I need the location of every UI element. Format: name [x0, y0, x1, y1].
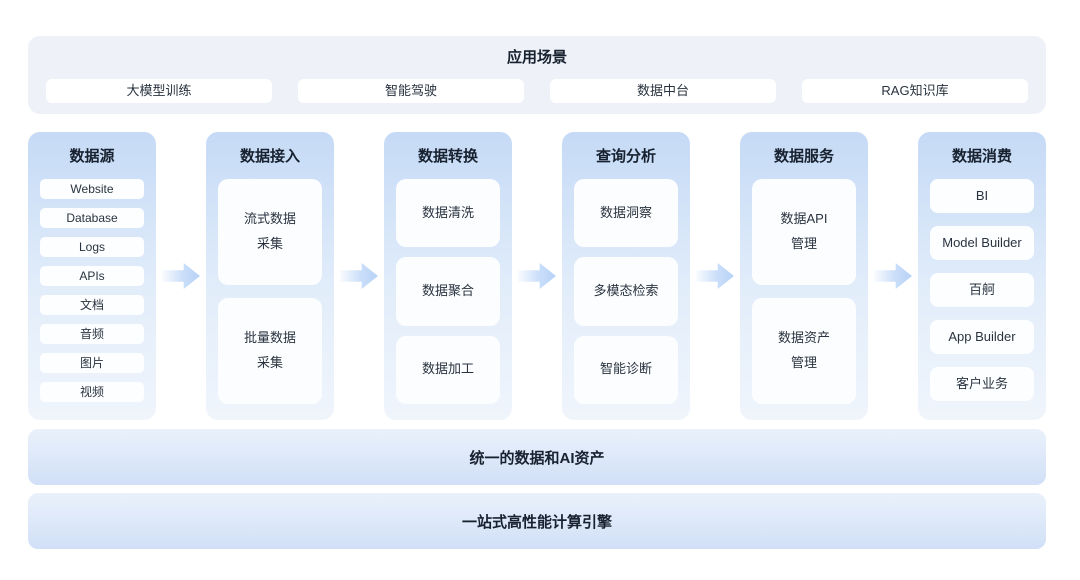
right-arrow-icon — [162, 262, 200, 290]
app-scenarios-panel: 应用场景 大模型训练 智能驾驶 数据中台 RAG知识库 — [28, 36, 1046, 114]
pipeline-flow: 数据源 Website Database Logs APIs 文档 音频 图片 … — [28, 132, 1046, 420]
column-data-transformation-title: 数据转换 — [417, 148, 478, 165]
card-data-api-management: 数据API 管理 — [752, 179, 856, 285]
card-data-insight: 数据洞察 — [574, 179, 678, 248]
data-source-documents: 文档 — [40, 295, 144, 315]
column-data-consumption-title: 数据消费 — [951, 148, 1012, 165]
column-query-analysis: 查询分析 数据洞察 多模态检索 智能诊断 — [562, 132, 690, 420]
flow-arrow-slot-5 — [868, 132, 918, 420]
consumer-app-builder: App Builder — [930, 320, 1034, 354]
query-analysis-list: 数据洞察 多模态检索 智能诊断 — [574, 179, 678, 404]
card-batch-data-collection: 批量数据 采集 — [218, 298, 322, 404]
flow-arrow-slot-1 — [156, 132, 206, 420]
column-data-ingestion-title: 数据接入 — [239, 148, 300, 165]
app-scenarios-title: 应用场景 — [506, 49, 567, 66]
right-arrow-icon — [340, 262, 378, 290]
data-source-database: Database — [40, 208, 144, 228]
flow-arrow-slot-3 — [512, 132, 562, 420]
data-source-website: Website — [40, 179, 144, 199]
data-source-logs: Logs — [40, 237, 144, 257]
data-ingestion-list: 流式数据 采集 批量数据 采集 — [218, 179, 322, 404]
right-arrow-icon — [696, 262, 734, 290]
scenario-pill-rag-knowledge-base: RAG知识库 — [802, 79, 1028, 103]
data-source-audio: 音频 — [40, 324, 144, 344]
card-streaming-data-collection: 流式数据 采集 — [218, 179, 322, 285]
column-data-ingestion: 数据接入 流式数据 采集 批量数据 采集 — [206, 132, 334, 420]
data-source-apis: APIs — [40, 266, 144, 286]
scenario-pill-data-middle-platform: 数据中台 — [550, 79, 776, 103]
column-data-sources-title: 数据源 — [69, 148, 115, 165]
data-source-images: 图片 — [40, 353, 144, 373]
column-data-transformation: 数据转换 数据清洗 数据聚合 数据加工 — [384, 132, 512, 420]
consumer-model-builder: Model Builder — [930, 226, 1034, 260]
data-consumption-list: BI Model Builder 百舸 App Builder 客户业务 — [930, 179, 1034, 404]
flow-arrow-slot-2 — [334, 132, 384, 420]
right-arrow-icon — [874, 262, 912, 290]
right-arrow-icon — [518, 262, 556, 290]
flow-arrow-slot-4 — [690, 132, 740, 420]
app-scenarios-row: 大模型训练 智能驾驶 数据中台 RAG知识库 — [46, 79, 1028, 103]
data-transformation-list: 数据清洗 数据聚合 数据加工 — [396, 179, 500, 404]
column-data-services: 数据服务 数据API 管理 数据资产 管理 — [740, 132, 868, 420]
data-sources-list: Website Database Logs APIs 文档 音频 图片 视频 — [40, 179, 144, 404]
column-data-sources: 数据源 Website Database Logs APIs 文档 音频 图片 … — [28, 132, 156, 420]
card-multimodal-retrieval: 多模态检索 — [574, 257, 678, 326]
card-data-processing: 数据加工 — [396, 335, 500, 404]
consumer-bi: BI — [930, 179, 1034, 213]
scenario-pill-smart-driving: 智能驾驶 — [298, 79, 524, 103]
card-data-aggregation: 数据聚合 — [396, 257, 500, 326]
scenario-pill-llm-training: 大模型训练 — [46, 79, 272, 103]
hpc-engine-bar: 一站式高性能计算引擎 — [28, 493, 1046, 549]
consumer-baige: 百舸 — [930, 273, 1034, 307]
data-source-video: 视频 — [40, 382, 144, 402]
card-data-asset-management: 数据资产 管理 — [752, 298, 856, 404]
consumer-customer-business: 客户业务 — [930, 367, 1034, 401]
card-data-cleaning: 数据清洗 — [396, 179, 500, 248]
column-query-analysis-title: 查询分析 — [595, 148, 656, 165]
column-data-services-title: 数据服务 — [773, 148, 834, 165]
unified-data-ai-assets-bar: 统一的数据和AI资产 — [28, 429, 1046, 485]
column-data-consumption: 数据消费 BI Model Builder 百舸 App Builder 客户业… — [918, 132, 1046, 420]
data-services-list: 数据API 管理 数据资产 管理 — [752, 179, 856, 404]
card-intelligent-diagnosis: 智能诊断 — [574, 335, 678, 404]
